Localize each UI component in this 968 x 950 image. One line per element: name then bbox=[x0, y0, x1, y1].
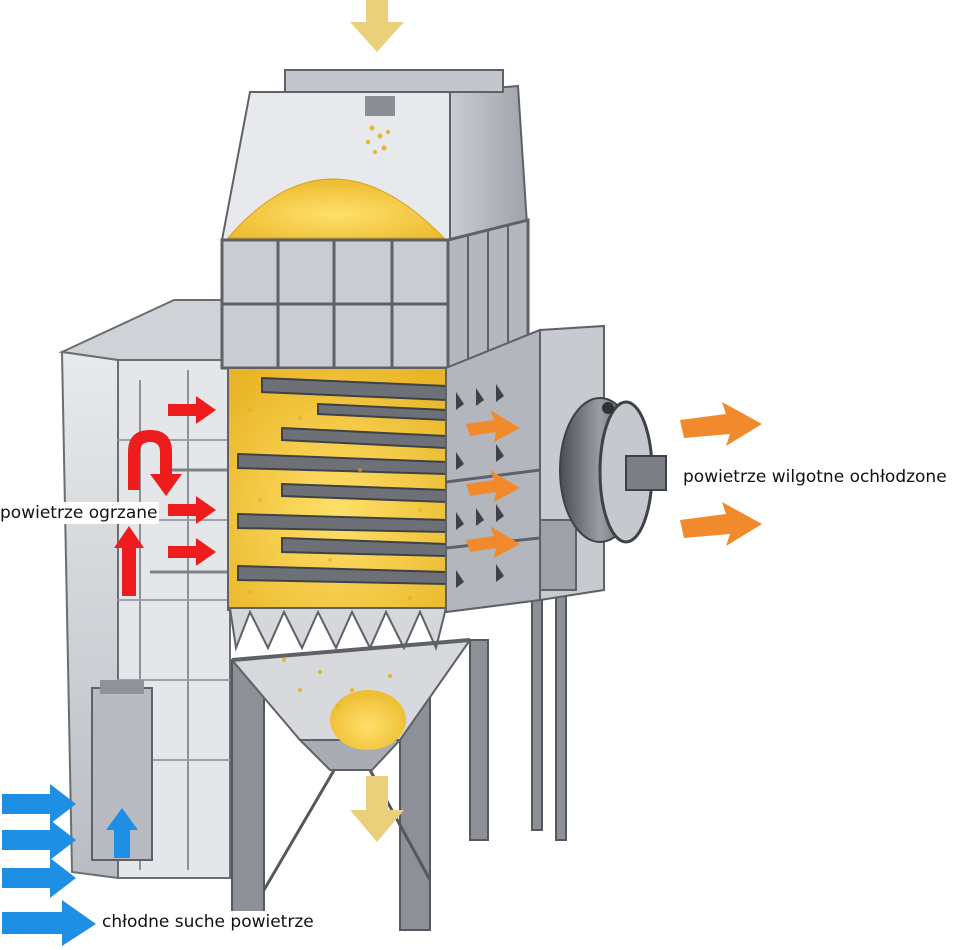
fan-icon bbox=[539, 397, 667, 591]
cool-dry-air-label: chłodne suche powietrze bbox=[102, 911, 314, 933]
orange-arrow-icon bbox=[466, 526, 520, 558]
moist-cooled-air-label: powietrze wilgotne ochłodzone bbox=[683, 466, 947, 488]
red-arrow-icon bbox=[168, 396, 216, 424]
orange-arrow-icon bbox=[680, 402, 762, 446]
blue-arrow-icon bbox=[2, 784, 76, 824]
orange-arrow-icon bbox=[466, 470, 520, 502]
discharge-hopper bbox=[229, 638, 473, 771]
heated-air-label: powietrze ogrzane bbox=[0, 502, 160, 524]
red-arrow-icon bbox=[168, 496, 216, 524]
hot-air-arrows bbox=[114, 396, 216, 596]
blue-arrow-icon bbox=[106, 808, 138, 858]
red-arrow-icon bbox=[114, 526, 144, 596]
orange-arrow-icon bbox=[466, 410, 520, 442]
air-duct bbox=[58, 299, 231, 880]
orange-arrow-icon bbox=[680, 502, 762, 546]
red-arrow-icon bbox=[168, 538, 216, 566]
blue-arrow-icon bbox=[2, 900, 96, 946]
exhaust-arrows bbox=[466, 402, 762, 558]
dryer-tower bbox=[220, 69, 605, 708]
support-legs bbox=[231, 589, 567, 931]
blue-arrow-icon bbox=[2, 858, 76, 898]
cold-air-arrows bbox=[2, 784, 138, 946]
blue-arrow-icon bbox=[2, 820, 76, 860]
red-arrow-icon bbox=[128, 430, 182, 496]
grain-outflow-arrow bbox=[350, 776, 404, 842]
grain-inflow-arrow bbox=[350, 0, 404, 52]
